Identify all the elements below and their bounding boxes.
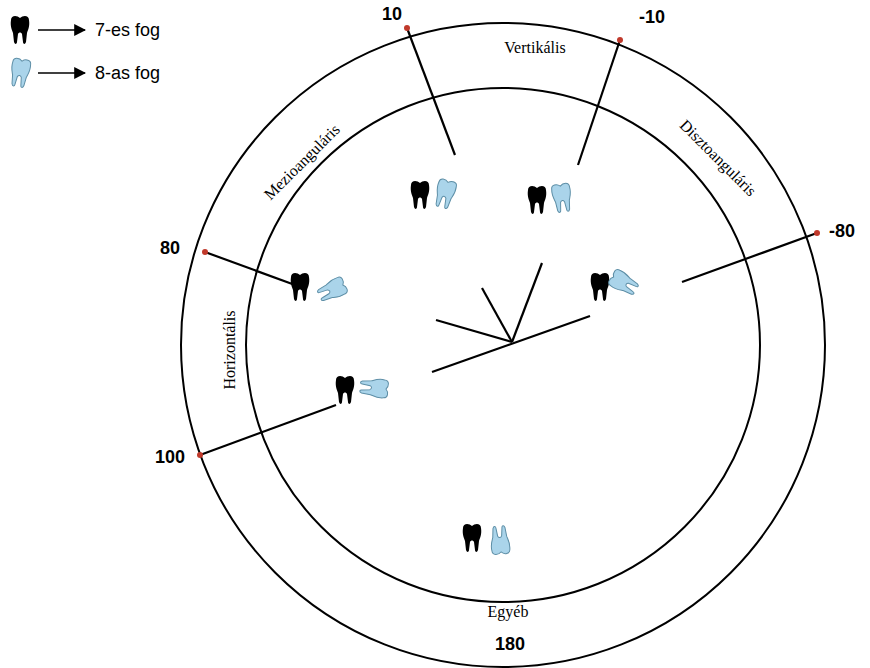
legend-text: 7-es fog [95,20,160,41]
legend-icons [8,16,85,88]
region-name: Egyéb [488,603,529,621]
angle-number: -10 [639,8,665,28]
region-name: Disztoanguláris [676,116,759,199]
ring-circles [181,23,825,667]
region-name: Mezioanguláris [261,121,344,204]
region-name: Vertikális [504,39,565,57]
region-name: Horizontális [221,310,239,389]
angle-number: 180 [495,635,525,655]
tooth-pairs [291,178,641,555]
angle-number: -80 [829,222,855,242]
angle-number: 100 [155,448,185,468]
spoke-lines [200,28,817,455]
angle-number: 80 [160,239,180,259]
angle-number: 10 [382,5,402,25]
boundary-dots [197,25,820,458]
legend-text: 8-as fog [95,63,160,84]
